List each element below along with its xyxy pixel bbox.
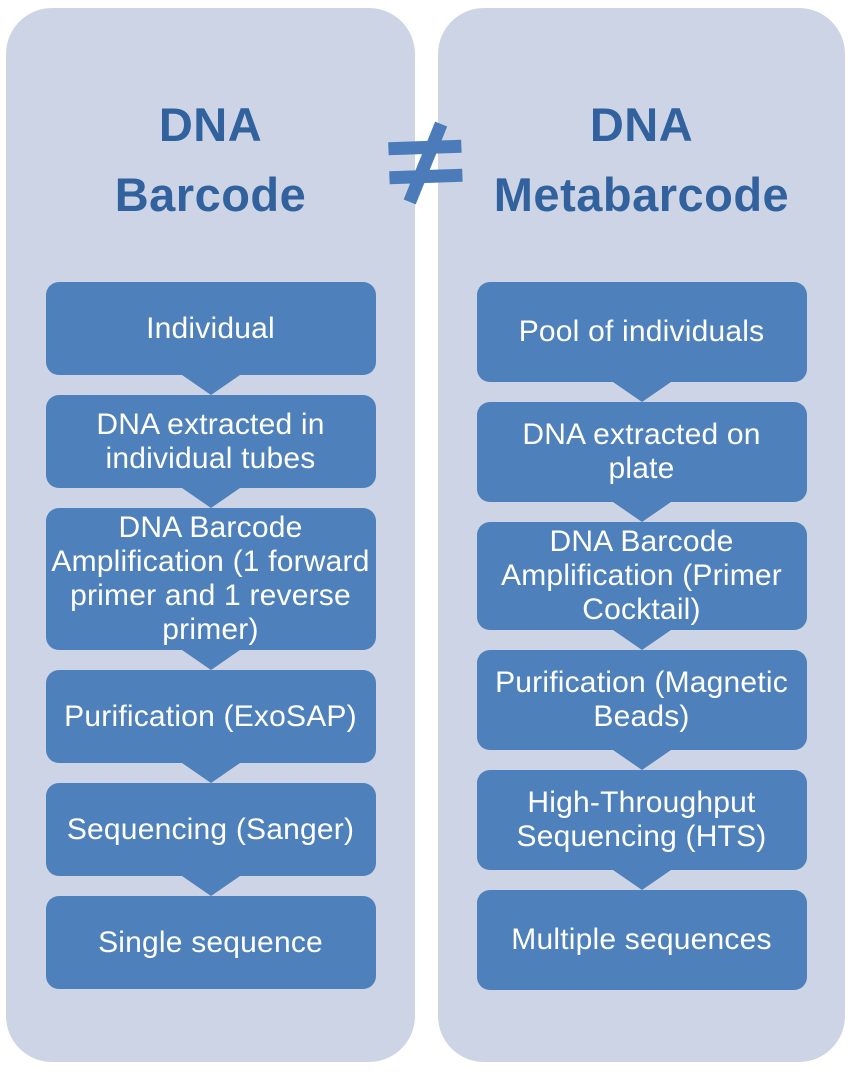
down-arrow-icon (612, 502, 671, 522)
flow-step: Individual (45, 282, 376, 375)
flow-step: DNA extracted in individual tubes (45, 395, 376, 488)
metabarcode-title-line1: DNA (589, 98, 694, 151)
flow-step: Sequencing (Sanger) (45, 783, 376, 876)
barcode-flow: Individual DNA extracted in individual t… (6, 282, 415, 989)
flow-step: Single sequence (45, 896, 376, 989)
not-equal-icon (387, 121, 466, 206)
barcode-panel-title: DNA Barcode (6, 8, 415, 230)
metabarcode-panel: DNA Metabarcode Pool of individuals DNA … (438, 8, 845, 1062)
down-arrow-icon (612, 630, 671, 650)
flow-step: Purification (Magnetic Beads) (476, 650, 807, 750)
down-arrow-icon (612, 750, 671, 770)
down-arrow-icon (181, 763, 240, 783)
barcode-title-line2: Barcode (114, 168, 307, 221)
metabarcode-title-line2: Metabarcode (493, 168, 790, 221)
barcode-panel: DNA Barcode Individual DNA extracted in … (6, 8, 415, 1062)
flow-step: DNA Barcode Amplification (Primer Cockta… (476, 522, 807, 630)
flow-step: Multiple sequences (476, 890, 807, 990)
barcode-title-line1: DNA (158, 98, 263, 151)
metabarcode-flow: Pool of individuals DNA extracted on pla… (438, 282, 845, 990)
down-arrow-icon (181, 375, 240, 395)
flow-step: DNA Barcode Amplification (1 forward pri… (45, 508, 376, 650)
down-arrow-icon (181, 488, 240, 508)
down-arrow-icon (181, 876, 240, 896)
flow-step: DNA extracted on plate (476, 402, 807, 502)
not-equal-slash (403, 121, 448, 205)
flow-step: Purification (ExoSAP) (45, 670, 376, 763)
flow-step: Pool of individuals (476, 282, 807, 382)
down-arrow-icon (612, 870, 671, 890)
down-arrow-icon (612, 382, 671, 402)
metabarcode-panel-title: DNA Metabarcode (438, 8, 845, 230)
flow-step: High-Throughput Sequencing (HTS) (476, 770, 807, 870)
down-arrow-icon (181, 650, 240, 670)
